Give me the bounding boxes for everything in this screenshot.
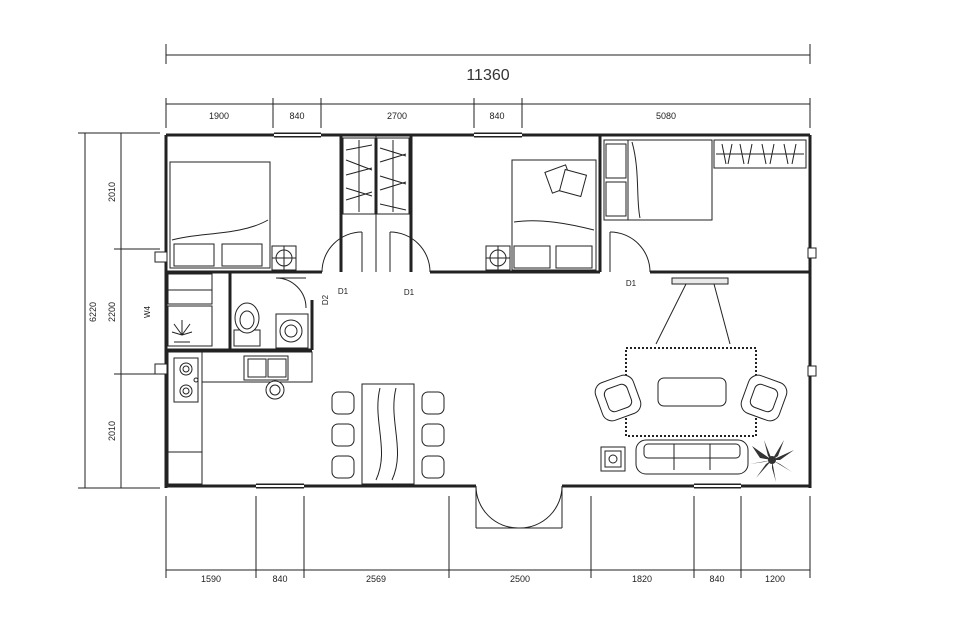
overall-width-label: 11360: [466, 67, 509, 84]
bottom-dim-3: 2569: [366, 574, 386, 584]
bottom-dim-5: 1820: [632, 574, 652, 584]
toilet-icon: [233, 302, 261, 347]
bedroom-3-wardrobe: [713, 139, 807, 169]
dining-chairs: [331, 391, 445, 479]
bedroom-3-bed: [603, 139, 713, 221]
shower-icon: [171, 320, 193, 343]
bedroom-2-bed: [511, 159, 597, 271]
top-dim-4: 840: [489, 111, 504, 121]
bedroom-2-nightstand: [485, 245, 511, 271]
left-dim-2: 2200: [107, 302, 117, 322]
door-label-d1-right: D1: [626, 279, 637, 288]
bottom-dimensions: 1590 840 2569 2500 1820 840 1200: [165, 496, 811, 584]
bottom-dim-1: 1590: [201, 574, 221, 584]
coffee-table: [657, 377, 727, 407]
wardrobe-left: [342, 137, 376, 215]
door-label-d1-mid: D1: [404, 288, 415, 297]
left-dim-1: 2010: [107, 182, 117, 202]
left-total-dim: 6220: [88, 302, 98, 322]
interior-walls: [166, 135, 810, 352]
top-dim-3: 2700: [387, 111, 407, 121]
armchair-right: [740, 374, 788, 422]
bedroom-1-bed: [169, 161, 271, 269]
sink-icon: [275, 313, 309, 349]
top-dim-5: 5080: [656, 111, 676, 121]
top-dim-2: 840: [289, 111, 304, 121]
kitchen: [167, 351, 313, 485]
top-dimensions: 11360 1900 840 2700 840 5080: [165, 44, 811, 128]
bottom-dim-2: 840: [272, 574, 287, 584]
door-label-d1-left: D1: [338, 287, 349, 296]
bedroom-1-nightstand: [271, 245, 297, 271]
window-label-w4: W4: [143, 305, 152, 318]
bottom-dim-4: 2500: [510, 574, 530, 584]
wardrobe-right: [376, 137, 410, 215]
bathroom-fixtures: [167, 273, 309, 349]
stove-icon: [173, 357, 199, 403]
ceiling-lamp: [655, 277, 731, 345]
armchair-left: [594, 374, 642, 422]
side-table: [600, 446, 626, 472]
dining-table: [361, 383, 415, 485]
left-dim-3: 2010: [107, 421, 117, 441]
left-dimensions: 6220 2010 2200 2010: [78, 132, 160, 489]
bottom-dim-7: 1200: [765, 574, 785, 584]
plant-icon: [750, 440, 794, 482]
bottom-dim-6: 840: [709, 574, 724, 584]
doors: [275, 231, 651, 529]
exterior-walls: [154, 132, 817, 489]
door-label-d2: D2: [321, 294, 330, 305]
kitchen-sink-icon: [243, 355, 289, 381]
top-dim-1: 1900: [209, 111, 229, 121]
sofa: [635, 439, 749, 475]
